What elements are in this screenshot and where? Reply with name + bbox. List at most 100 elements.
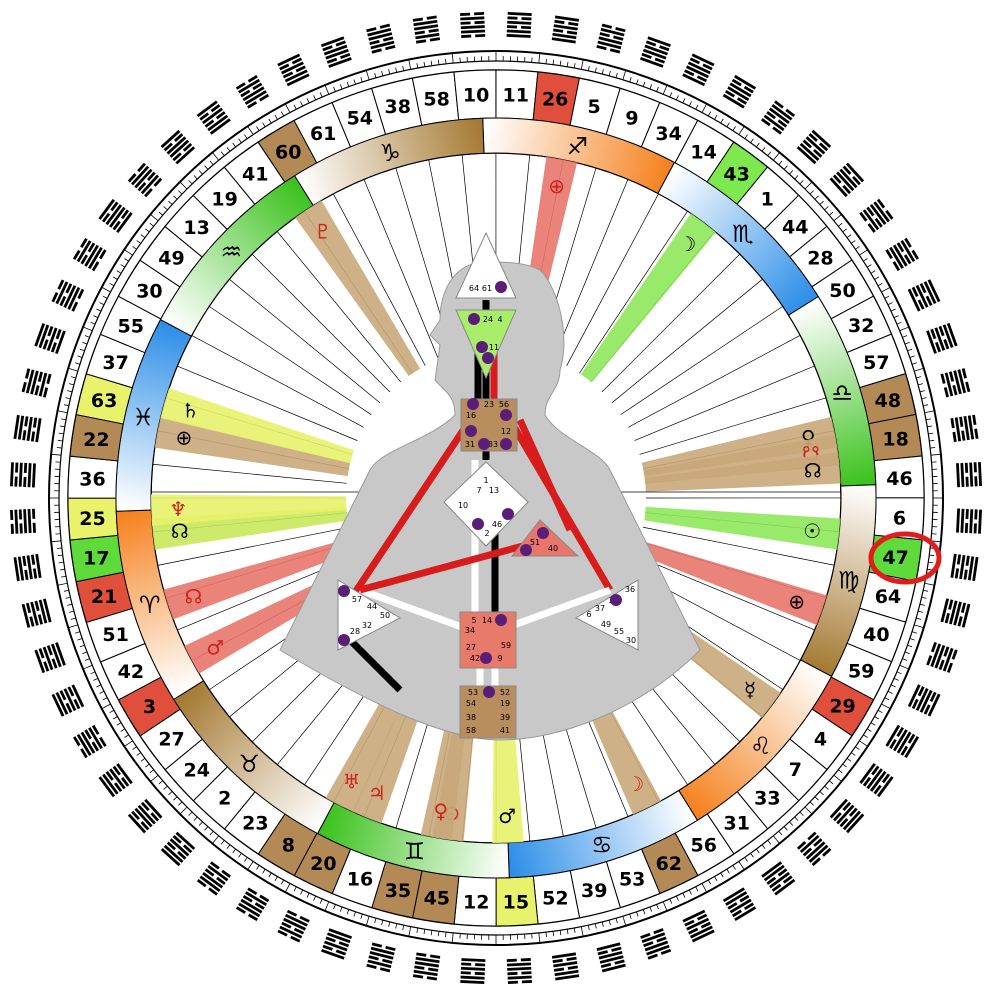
ajna-gate: 4: [497, 315, 502, 324]
hexagram-line: [722, 93, 745, 109]
hexagram-line: [415, 32, 440, 40]
hexagram-line: [88, 246, 103, 270]
degree-tick: [750, 138, 754, 144]
hexagram-line: [892, 244, 908, 267]
degree-tick: [416, 927, 419, 933]
degree-tick: [850, 240, 856, 244]
gate-divider-line: [634, 365, 815, 441]
degree-tick: [67, 603, 73, 606]
hexagram-line: [414, 30, 425, 35]
degree-tick: [919, 390, 925, 393]
hexagram-line: [137, 182, 147, 192]
hexagram-line: [930, 643, 942, 668]
degree-tick: [772, 152, 780, 161]
hexagram-icon: [21, 368, 52, 398]
hexagram-line: [50, 643, 62, 668]
throat-gate: 33: [488, 440, 498, 449]
hexagram-line: [978, 509, 983, 534]
hexagram-line: [521, 980, 532, 984]
hexagram-line: [38, 372, 48, 397]
gate-number: 26: [542, 88, 568, 110]
degree-tick: [149, 222, 154, 227]
hexagram-line: [80, 237, 88, 248]
gate-divider-line: [157, 526, 349, 566]
hexagram-line: [684, 69, 695, 77]
degree-tick: [887, 690, 893, 694]
hexagram-line: [596, 44, 607, 51]
degree-tick: [701, 103, 708, 113]
hexagram-line: [215, 111, 226, 120]
hexagram-icon: [950, 553, 979, 582]
degree-tick: [82, 326, 93, 332]
planet-symbol: ☊: [171, 519, 189, 543]
degree-tick: [109, 282, 115, 287]
degree-tick: [346, 81, 350, 87]
g-center: [443, 461, 529, 547]
hexagram-line: [506, 25, 518, 29]
root-gate: 38: [466, 713, 476, 722]
degree-tick: [306, 98, 310, 104]
degree-tick: [136, 752, 142, 756]
degree-tick: [720, 872, 724, 878]
degree-tick: [445, 932, 447, 938]
hexagram-line: [98, 776, 116, 798]
hexagram-line: [199, 112, 210, 121]
hexagram-line: [134, 807, 153, 828]
hexagram-line: [554, 15, 580, 22]
degree-tick: [608, 920, 611, 926]
hexagram-line: [696, 75, 708, 83]
zodiac-ring: ♐♏♎♍♌♋♊♉♈♓♒♑: [115, 117, 877, 879]
degree-tick: [804, 181, 813, 190]
hexagram-line: [761, 118, 771, 127]
zodiac-sign: ♐: [567, 132, 589, 160]
hexagram-line: [326, 57, 338, 64]
hexagram-line: [43, 598, 52, 623]
hexagram-line: [429, 37, 441, 42]
hexagram-line: [461, 34, 472, 38]
hexagram-line: [175, 146, 196, 165]
hexagram-line: [87, 242, 96, 253]
hexagram-icon: [160, 831, 196, 867]
head-gate: 61: [482, 284, 492, 293]
degree-tick: [84, 335, 90, 338]
hexagram-line: [26, 416, 33, 442]
activation-dot: [502, 508, 514, 520]
hexagram-line: [554, 19, 565, 25]
hexagram-line: [19, 523, 23, 534]
hexagram-icon: [796, 831, 832, 867]
gate-number: 41: [242, 164, 268, 186]
degree-tick: [863, 258, 868, 262]
hexagram-line: [84, 244, 99, 267]
hexagram-line: [55, 281, 69, 305]
gate-divider-line: [152, 463, 347, 484]
hexagram-icon: [321, 928, 353, 960]
degree-tick: [726, 868, 730, 874]
degree-tick: [65, 596, 71, 599]
hexagram-icon: [13, 414, 42, 443]
degree-tick: [907, 348, 913, 352]
degree-tick: [262, 868, 266, 874]
hexagram-line: [568, 21, 579, 27]
hexagram-icon: [956, 462, 983, 488]
hexagram-line: [91, 724, 100, 735]
hexagram-line: [842, 810, 861, 831]
hexagram-line: [956, 508, 961, 533]
hexagram-line: [900, 745, 909, 756]
hexagram-line: [871, 765, 880, 776]
degree-tick: [682, 892, 686, 898]
hexagram-line: [221, 869, 231, 878]
degree-tick: [145, 763, 150, 768]
hexagram-line: [140, 174, 160, 195]
hexagram-line: [731, 78, 742, 87]
zodiac-sign: ♏: [732, 220, 754, 248]
gate-number: 29: [829, 696, 855, 718]
hexagram-line: [281, 921, 292, 929]
degree-tick: [930, 447, 936, 449]
hexagram-line: [339, 52, 351, 59]
degree-tick: [226, 844, 231, 849]
g-gate: 2: [484, 529, 489, 538]
hexagram-line: [120, 209, 130, 220]
degree-tick: [204, 826, 209, 831]
